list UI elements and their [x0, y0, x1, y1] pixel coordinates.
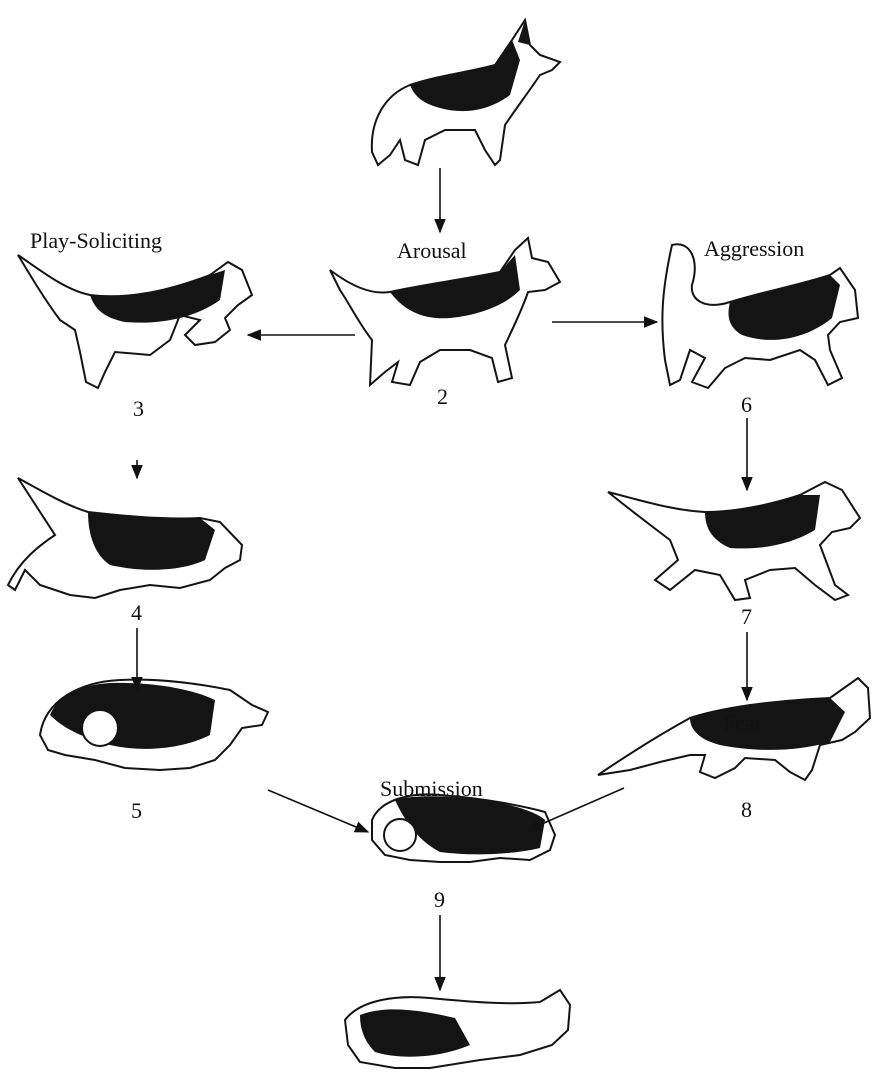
dog-tense-running-illustration	[607, 480, 862, 602]
number-7: 7	[741, 604, 752, 629]
number-4: 4	[131, 600, 142, 625]
dog-fear-illustration	[597, 676, 872, 782]
dog-submission-illustration	[371, 793, 557, 863]
dog-arousal-illustration	[329, 236, 562, 388]
dog-aggression-illustration	[661, 243, 860, 390]
number-8: 8	[741, 797, 752, 822]
arrow-5-to-submission	[267, 789, 370, 833]
label-aggression: Aggression	[704, 236, 804, 261]
dog-neutral-illustration	[370, 17, 562, 167]
number-5: 5	[131, 798, 142, 823]
label-fear: Fear	[723, 710, 763, 735]
dog-crouch-illustration	[6, 477, 244, 600]
label-arousal: Arousal	[397, 238, 467, 263]
dog-rolled-over-illustration	[343, 988, 572, 1069]
number-3: 3	[133, 396, 144, 421]
label-play-soliciting: Play-Soliciting	[30, 228, 162, 253]
dog-play-soliciting-illustration	[17, 254, 254, 390]
label-submission: Submission	[380, 776, 483, 801]
dog-low-crouch-illustration	[38, 678, 270, 772]
number-9: 9	[434, 887, 445, 912]
arrow-fear-to-submission	[526, 787, 625, 831]
number-2: 2	[437, 384, 448, 409]
number-6: 6	[741, 392, 752, 417]
